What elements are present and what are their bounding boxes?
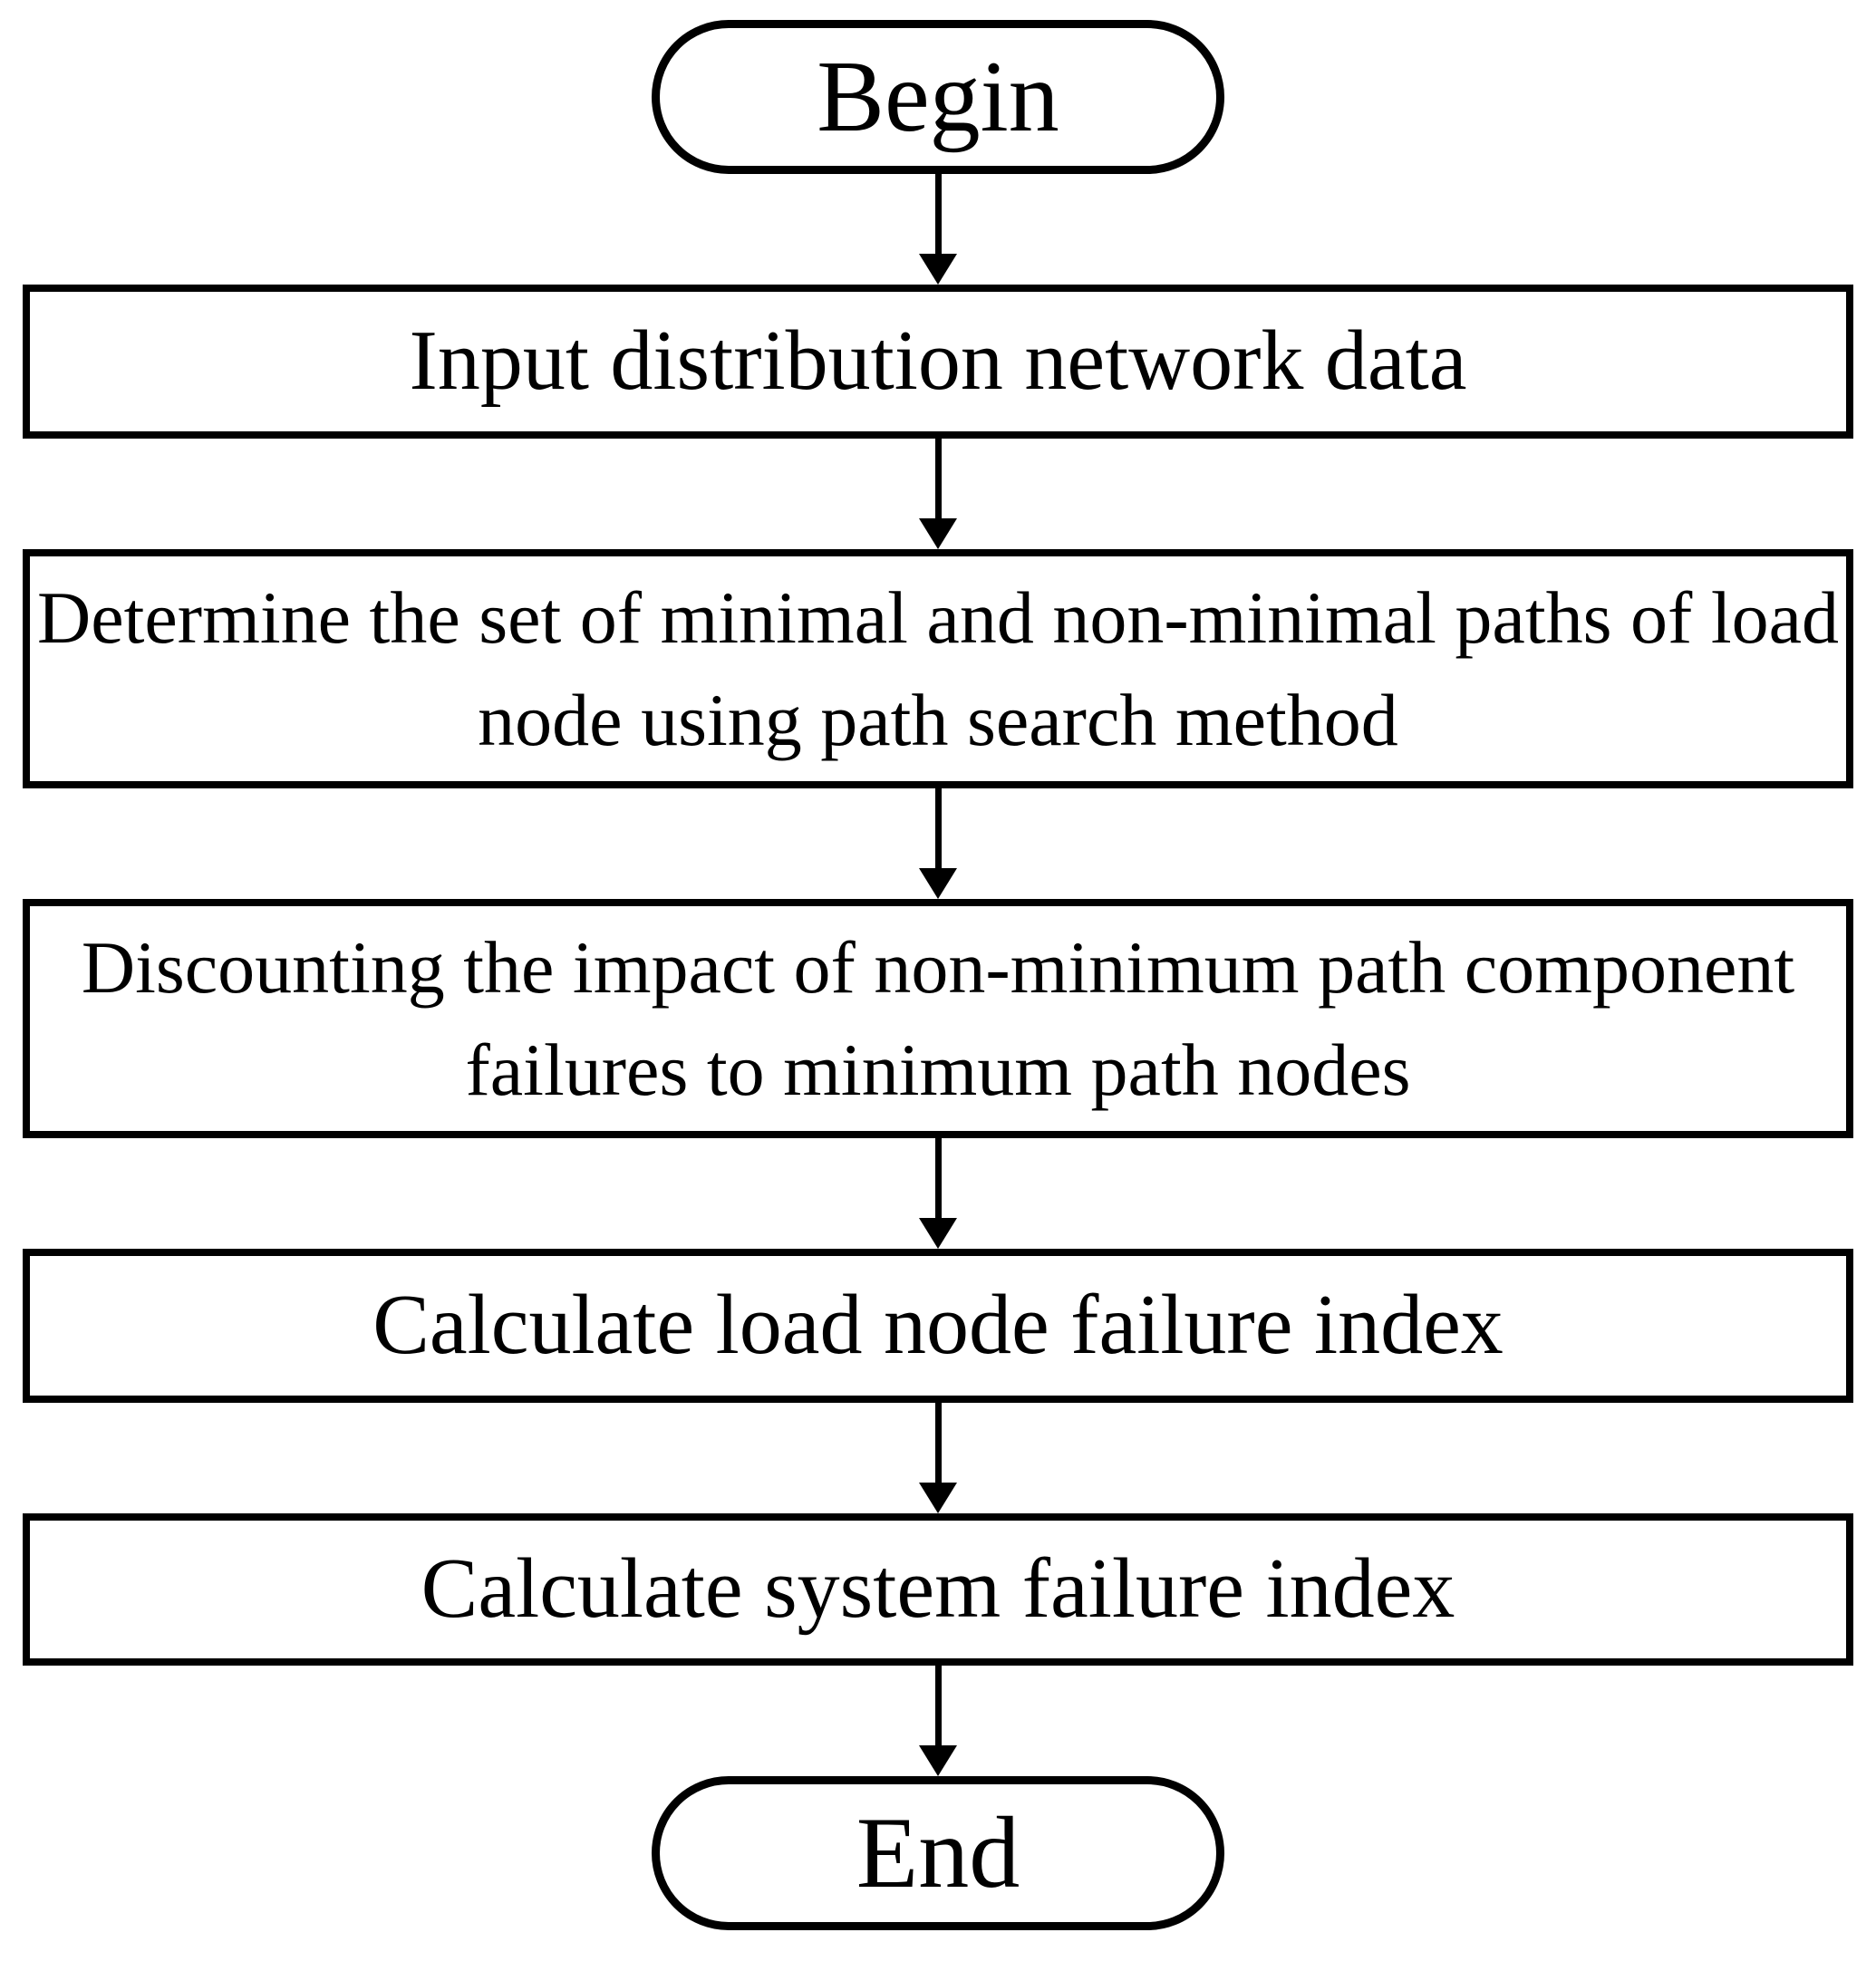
flow-arrow-6	[919, 1666, 957, 1776]
process-load-node-index-label: Calculate load node failure index	[372, 1278, 1504, 1373]
terminal-begin: Begin	[652, 20, 1224, 174]
process-discount-impact: Discounting the impact of non-minimum pa…	[23, 899, 1853, 1138]
flow-arrow-3	[919, 788, 957, 899]
process-input-data-label: Input distribution network data	[409, 314, 1467, 409]
flow-arrow-1	[919, 174, 957, 285]
flow-arrow-2	[919, 439, 957, 549]
process-discount-impact-label: Discounting the impact of non-minimum pa…	[81, 925, 1795, 1111]
terminal-begin-label: Begin	[817, 41, 1059, 153]
arrow-head-icon	[919, 518, 957, 549]
arrow-stem	[934, 1666, 942, 1745]
process-input-data: Input distribution network data	[23, 285, 1853, 439]
arrow-stem	[934, 174, 942, 254]
terminal-end-label: End	[856, 1797, 1020, 1909]
arrow-head-icon	[919, 1483, 957, 1513]
arrow-head-icon	[919, 868, 957, 899]
process-determine-paths-label: Determine the set of minimal and non-min…	[36, 575, 1840, 761]
process-determine-paths: Determine the set of minimal and non-min…	[23, 549, 1853, 788]
flow-arrow-4	[919, 1138, 957, 1249]
process-system-index-label: Calculate system failure index	[421, 1541, 1455, 1637]
arrow-head-icon	[919, 1745, 957, 1776]
flow-arrow-5	[919, 1403, 957, 1513]
arrow-head-icon	[919, 1218, 957, 1249]
arrow-stem	[934, 439, 942, 518]
arrow-head-icon	[919, 254, 957, 285]
process-load-node-index: Calculate load node failure index	[23, 1249, 1853, 1403]
process-system-index: Calculate system failure index	[23, 1513, 1853, 1666]
arrow-stem	[934, 1138, 942, 1218]
terminal-end: End	[652, 1776, 1224, 1930]
flowchart: Begin Input distribution network data De…	[23, 20, 1853, 1930]
arrow-stem	[934, 788, 942, 868]
arrow-stem	[934, 1403, 942, 1483]
